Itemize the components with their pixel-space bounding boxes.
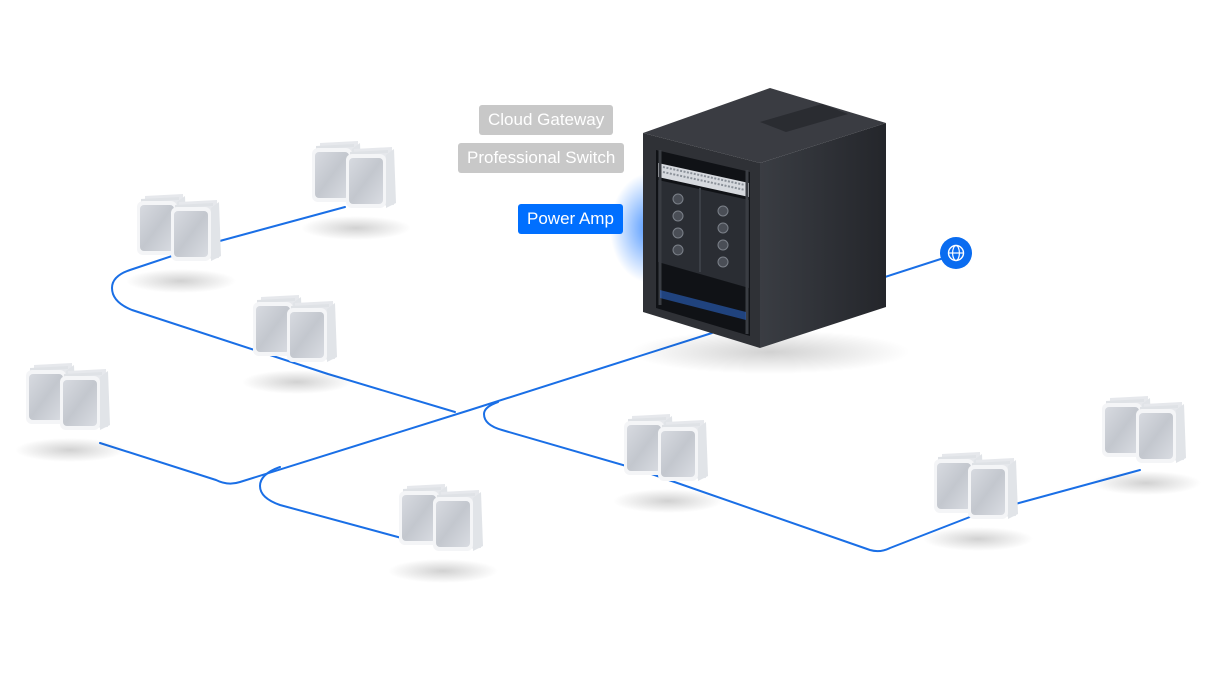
professional-switch-label[interactable]: Professional Switch: [458, 143, 625, 173]
cable-right-branch: [483, 401, 1141, 553]
rack-cabinet: [610, 88, 910, 374]
cable-internet: [884, 255, 951, 278]
cable-trunk: [99, 332, 713, 485]
speaker-pair: [923, 452, 1033, 551]
professional-switch-unit: [658, 163, 749, 197]
speaker-pair: [1091, 396, 1201, 495]
power-amp-label[interactable]: Power Amp: [518, 204, 623, 234]
cloud-gateway-label[interactable]: Cloud Gateway: [479, 105, 614, 135]
speaker-pair: [301, 141, 411, 240]
cable-lower-center: [259, 466, 421, 544]
power-amp-unit: [658, 180, 749, 288]
globe-icon[interactable]: [940, 237, 972, 269]
network-cables: [99, 206, 1141, 553]
speaker-pair: [15, 363, 125, 462]
speaker-pair: [613, 414, 723, 513]
speaker-pair: [388, 484, 498, 583]
cable-upper-left: [111, 206, 456, 413]
speaker-pair: [126, 194, 236, 293]
speaker-pair: [242, 295, 352, 394]
